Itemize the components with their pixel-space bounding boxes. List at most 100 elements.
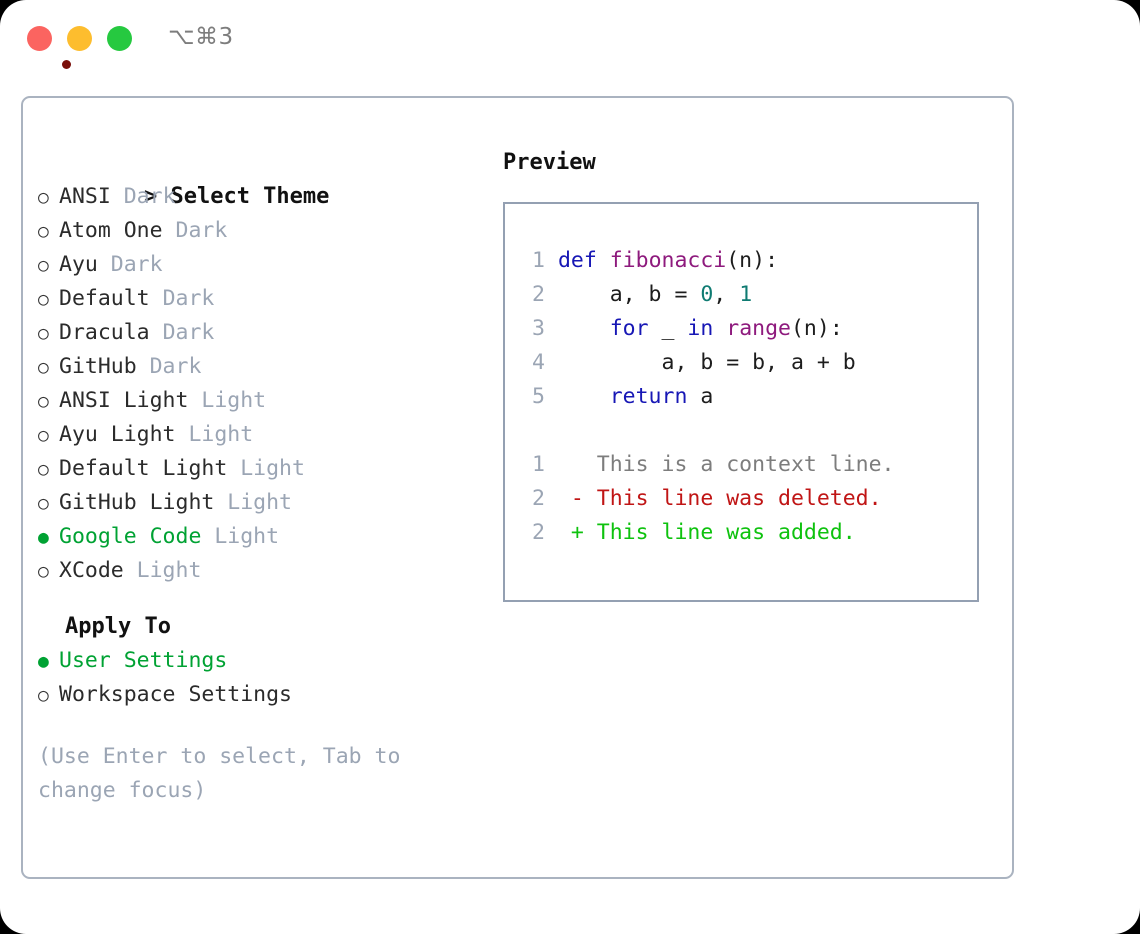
theme-name-label: Ayu (59, 252, 111, 277)
diff-block: 1 This is a context line.2 - This line w… (523, 448, 977, 550)
gutter-space (545, 316, 558, 341)
radio-unselected-icon[interactable]: ○ (38, 425, 49, 446)
line-number: 2 (532, 520, 545, 545)
code-token: return (557, 384, 701, 409)
close-button[interactable] (27, 26, 71, 69)
theme-list-item[interactable]: ○ANSI Dark (38, 180, 478, 214)
gutter-space (545, 520, 571, 545)
gutter-space (545, 384, 558, 409)
theme-name-label: Default (59, 286, 163, 311)
theme-variant-badge: Dark (123, 184, 176, 209)
theme-variant-badge: Light (240, 456, 305, 481)
radio-unselected-icon[interactable]: ○ (38, 289, 49, 310)
prompt-caret-icon: > (143, 184, 158, 209)
code-token: (n): (790, 316, 843, 341)
theme-list-item[interactable]: ○Ayu Dark (38, 248, 478, 282)
code-token: a, b = b, a + b (557, 350, 856, 375)
radio-unselected-icon[interactable]: ○ (38, 561, 49, 582)
radio-unselected-icon[interactable]: ○ (38, 493, 49, 514)
diff-marker (571, 452, 584, 477)
theme-list-item[interactable]: ○Ayu Light Light (38, 418, 478, 452)
keyboard-hint-line-2: change focus) (38, 778, 207, 803)
radio-unselected-icon[interactable]: ○ (38, 221, 49, 242)
theme-name-label: Ayu Light (59, 422, 189, 447)
theme-list-item[interactable]: ○Dracula Dark (38, 316, 478, 350)
radio-unselected-icon[interactable]: ○ (38, 255, 49, 276)
theme-variant-badge: Dark (162, 320, 215, 345)
apply-to-label: Workspace Settings (59, 682, 292, 707)
radio-unselected-icon[interactable]: ○ (38, 323, 49, 344)
theme-name-label: Atom One (59, 218, 176, 243)
radio-unselected-icon[interactable]: ○ (38, 357, 49, 378)
theme-list-item[interactable]: ○Atom One Dark (38, 214, 478, 248)
code-line: 1 def fibonacci(n): (523, 244, 977, 278)
apply-to-list: ●User Settings ○ Workspace Settings (38, 644, 478, 712)
diff-marker: - (570, 486, 584, 511)
titlebar: ⌥⌘3 (0, 0, 1140, 78)
code-token: def (557, 248, 610, 273)
keyboard-hint: (Use Enter to select, Tab to change focu… (38, 740, 448, 808)
radio-selected-icon[interactable]: ● (38, 527, 49, 548)
diff-line: 2 - This line was deleted. (523, 482, 977, 516)
diff-line: 2 + This line was added. (523, 516, 977, 550)
minimize-button[interactable] (67, 26, 92, 51)
code-token: (n): (726, 248, 779, 273)
preview-heading: Preview (503, 150, 596, 175)
theme-list-item[interactable]: ○ GitHub Dark (38, 350, 478, 384)
line-number: 2 (532, 486, 545, 511)
theme-variant-badge: Dark (149, 354, 202, 379)
theme-settings-dialog: > Select Theme ○ANSI Dark○Atom One Dark○… (21, 96, 1014, 879)
theme-name-label: GitHub Light (59, 490, 228, 515)
theme-name-label: GitHub (59, 354, 150, 379)
select-theme-heading-label: Select Theme (170, 184, 330, 209)
code-token: a, b = (557, 282, 701, 307)
keyboard-shortcut-label: ⌥⌘3 (168, 24, 234, 50)
theme-list-item[interactable]: ● Google Code Light (38, 520, 478, 554)
gutter-space (545, 350, 558, 375)
theme-list-item[interactable]: ○Default Dark (38, 282, 478, 316)
radio-unselected-icon[interactable]: ○ (38, 187, 49, 208)
line-number: 3 (532, 316, 545, 341)
theme-name-label: Google Code (59, 524, 215, 549)
theme-name-label: Default Light (59, 456, 241, 481)
radio-selected-icon[interactable]: ● (38, 651, 49, 672)
theme-list-item[interactable]: ○ ANSI Light Light (38, 384, 478, 418)
line-number: 1 (532, 248, 545, 273)
code-token: _ (661, 316, 688, 341)
diff-line: 1 This is a context line. (523, 448, 977, 482)
theme-list-item[interactable]: ○ GitHub Light Light (38, 486, 478, 520)
radio-unselected-icon[interactable]: ○ (38, 685, 49, 706)
recording-indicator-icon (62, 60, 71, 69)
theme-variant-badge: Light (214, 524, 280, 549)
preview-panel: Preview 1 def fibonacci(n):2 a, b = 0, 1… (503, 146, 993, 602)
theme-picker-panel: > Select Theme ○ANSI Dark○Atom One Dark○… (38, 146, 478, 808)
diff-text: This line was added. (583, 520, 856, 545)
code-token: 0 (700, 282, 714, 307)
code-token: in (687, 316, 727, 341)
theme-list-item[interactable]: ○XCode Light (38, 554, 478, 588)
diff-text: This is a context line. (583, 452, 895, 477)
radio-unselected-icon[interactable]: ○ (38, 459, 49, 480)
theme-list-item[interactable]: ○ Default Light Light (38, 452, 478, 486)
theme-name-label: ANSI Light (59, 388, 202, 413)
gutter-space (545, 282, 558, 307)
code-line: 4 a, b = b, a + b (523, 346, 977, 380)
code-token: fibonacci (609, 248, 727, 273)
radio-unselected-icon[interactable]: ○ (38, 391, 49, 412)
apply-to-item[interactable]: ○ Workspace Settings (38, 678, 478, 712)
code-diff-spacer (523, 414, 977, 448)
theme-name-label: XCode (59, 558, 137, 583)
code-line: 2 a, b = 0, 1 (523, 278, 977, 312)
line-number: 2 (532, 282, 545, 307)
theme-variant-badge: Light (227, 490, 293, 515)
line-number: 5 (532, 384, 545, 409)
maximize-button[interactable] (107, 26, 132, 51)
apply-to-item[interactable]: ●User Settings (38, 644, 478, 678)
line-number: 1 (532, 452, 545, 477)
select-theme-heading: > Select Theme (38, 146, 478, 209)
diff-text: This line was deleted. (583, 486, 882, 511)
theme-variant-badge: Light (201, 388, 267, 413)
code-token: a (700, 384, 714, 409)
